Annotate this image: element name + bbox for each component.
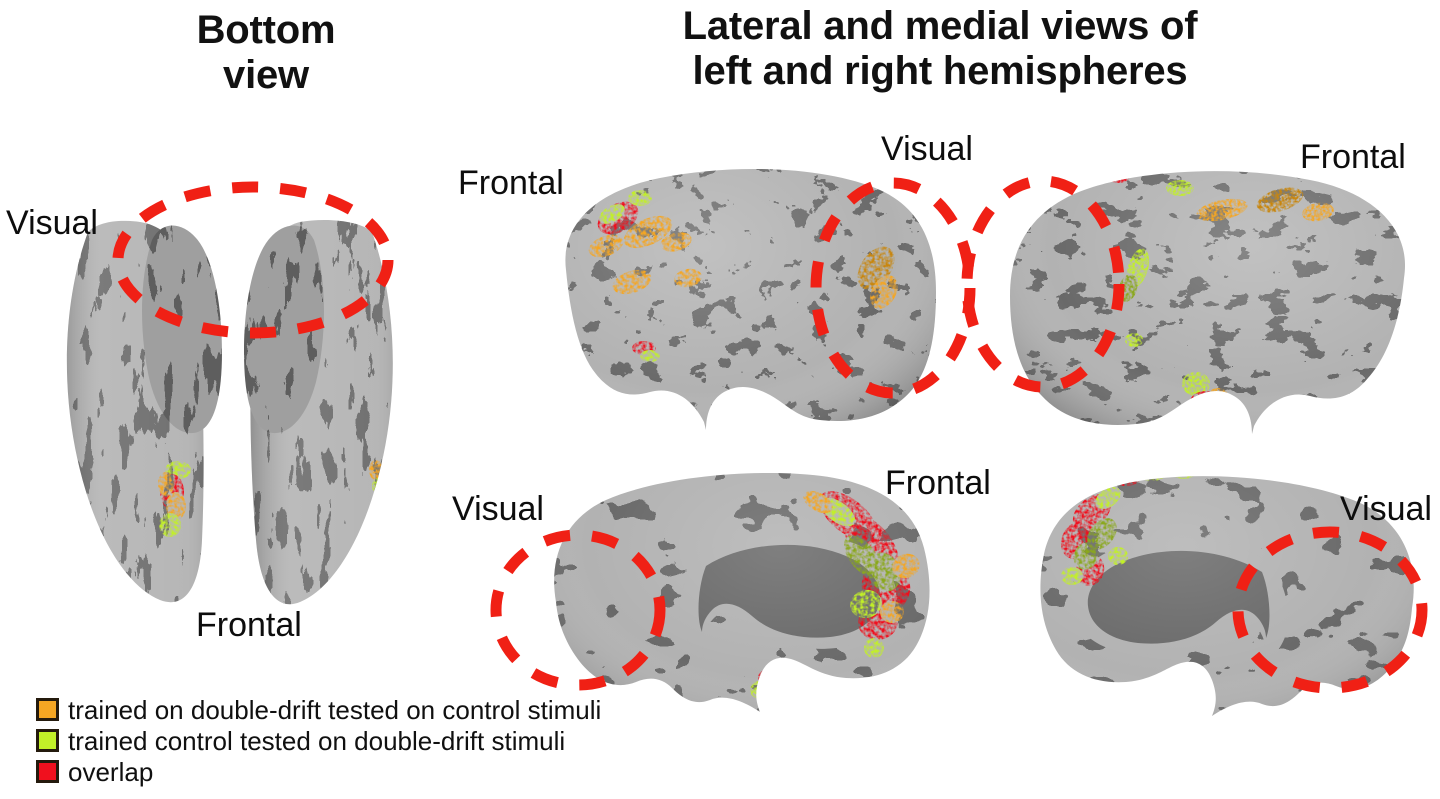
legend-item-green: trained control tested on double-drift s… — [36, 725, 601, 756]
left-medial-visual-label: Visual — [452, 490, 544, 528]
right-lateral-frontal-label: Frontal — [1300, 138, 1406, 176]
lateral-medial-title-line2: left and right hemispheres — [692, 48, 1188, 93]
medial-frontal-label: Frontal — [885, 464, 991, 502]
lateral-visual-label: Visual — [881, 130, 973, 168]
left-medial-activations — [750, 490, 920, 699]
bottom-view-brain — [0, 0, 460, 660]
right-medial-visual-label: Visual — [1340, 490, 1432, 528]
bottom-activation-cluster — [158, 461, 191, 537]
lateral-views-row — [565, 168, 1406, 434]
orange-square-swatch — [36, 698, 59, 721]
green-square-swatch — [36, 729, 59, 752]
legend-label-green: trained control tested on double-drift s… — [68, 725, 566, 756]
lateral-medial-title-line1: Lateral and medial views of — [682, 4, 1198, 48]
bottom-view-title: Bottom view — [96, 8, 436, 98]
legend-label-orange: trained on double-drift tested on contro… — [68, 694, 602, 725]
bottom-view-visual-label: Visual — [6, 204, 98, 242]
legend-item-orange: trained on double-drift tested on contro… — [36, 694, 601, 725]
lateral-medial-title: Lateral and medial views of left and rig… — [560, 4, 1320, 94]
legend: trained on double-drift tested on contro… — [36, 694, 601, 787]
red-square-swatch — [36, 760, 59, 783]
bottom-view-title-line1: Bottom — [196, 8, 336, 52]
legend-label-red: overlap — [68, 756, 154, 787]
bottom-view-title-line2: view — [223, 52, 309, 97]
left-lateral-frontal-label: Frontal — [458, 164, 564, 202]
legend-item-red: overlap — [36, 756, 601, 787]
bottom-view-frontal-label: Frontal — [196, 606, 302, 644]
